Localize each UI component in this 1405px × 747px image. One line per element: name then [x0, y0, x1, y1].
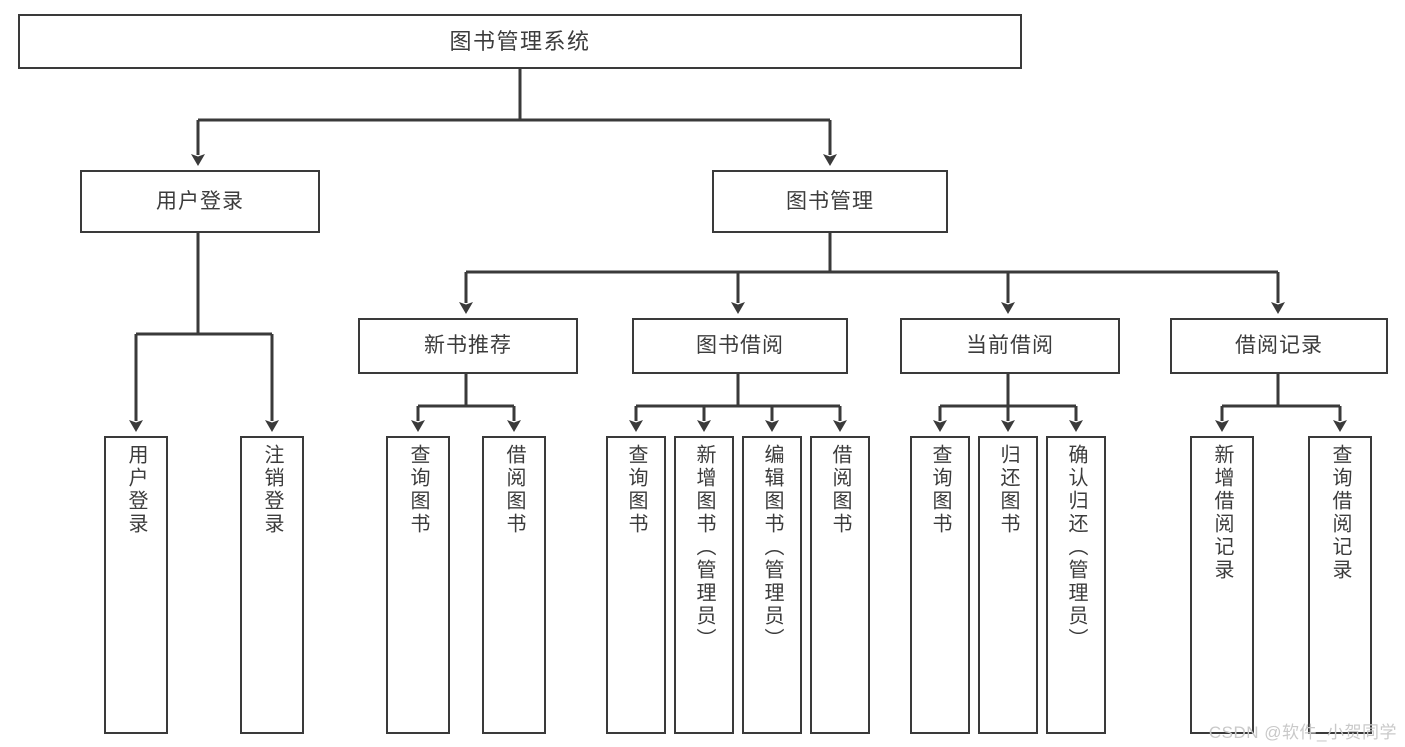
node-label: 查询图书: [929, 444, 951, 536]
node-label: 图书管理系统: [449, 28, 591, 54]
leaf-user-login-logout[interactable]: 注销登录: [240, 436, 304, 734]
node-label: 借阅图书: [503, 444, 525, 536]
leaf-new-book-borrow-book[interactable]: 借阅图书: [482, 436, 546, 734]
leaf-book-borrow-add-book-admin[interactable]: 新增图书（管理员）: [674, 436, 734, 734]
leaf-current-borrow-return-book[interactable]: 归还图书: [978, 436, 1038, 734]
leaf-current-borrow-confirm-return-admin[interactable]: 确认归还（管理员）: [1046, 436, 1106, 734]
leaf-current-borrow-query-book[interactable]: 查询图书: [910, 436, 970, 734]
node-new-book-recommend[interactable]: 新书推荐: [358, 318, 578, 374]
node-label: 查询借阅记录: [1329, 444, 1351, 582]
leaf-new-book-query-book[interactable]: 查询图书: [386, 436, 450, 734]
node-current-borrow[interactable]: 当前借阅: [900, 318, 1120, 374]
node-label: 注销登录: [261, 444, 283, 536]
node-root-book-management-system[interactable]: 图书管理系统: [18, 14, 1022, 69]
csdn-watermark: CSDN @软件_小贺同学: [1208, 723, 1397, 742]
node-label: 查询图书: [625, 444, 647, 536]
node-label: 用户登录: [156, 189, 244, 213]
node-label: 新增借阅记录: [1211, 444, 1233, 582]
node-user-login[interactable]: 用户登录: [80, 170, 320, 233]
node-book-management[interactable]: 图书管理: [712, 170, 948, 233]
node-label: 用户登录: [125, 444, 147, 536]
leaf-book-borrow-edit-book-admin[interactable]: 编辑图书（管理员）: [742, 436, 802, 734]
node-label: 查询图书: [407, 444, 429, 536]
leaf-user-login-login[interactable]: 用户登录: [104, 436, 168, 734]
node-label: 图书管理: [786, 189, 874, 213]
node-label: 图书借阅: [696, 334, 784, 358]
node-borrow-record[interactable]: 借阅记录: [1170, 318, 1388, 374]
node-label: 新书推荐: [424, 334, 512, 358]
leaf-borrow-record-query-record[interactable]: 查询借阅记录: [1308, 436, 1372, 734]
node-label: 归还图书: [997, 444, 1019, 536]
node-label: 新增图书（管理员）: [693, 444, 715, 651]
node-book-borrow[interactable]: 图书借阅: [632, 318, 848, 374]
node-label: 借阅图书: [829, 444, 851, 536]
node-label: 借阅记录: [1235, 334, 1323, 358]
leaf-book-borrow-query-book[interactable]: 查询图书: [606, 436, 666, 734]
leaf-book-borrow-borrow-book[interactable]: 借阅图书: [810, 436, 870, 734]
node-label: 当前借阅: [966, 334, 1054, 358]
leaf-borrow-record-add-record[interactable]: 新增借阅记录: [1190, 436, 1254, 734]
node-label: 编辑图书（管理员）: [761, 444, 783, 651]
node-label: 确认归还（管理员）: [1065, 444, 1087, 651]
